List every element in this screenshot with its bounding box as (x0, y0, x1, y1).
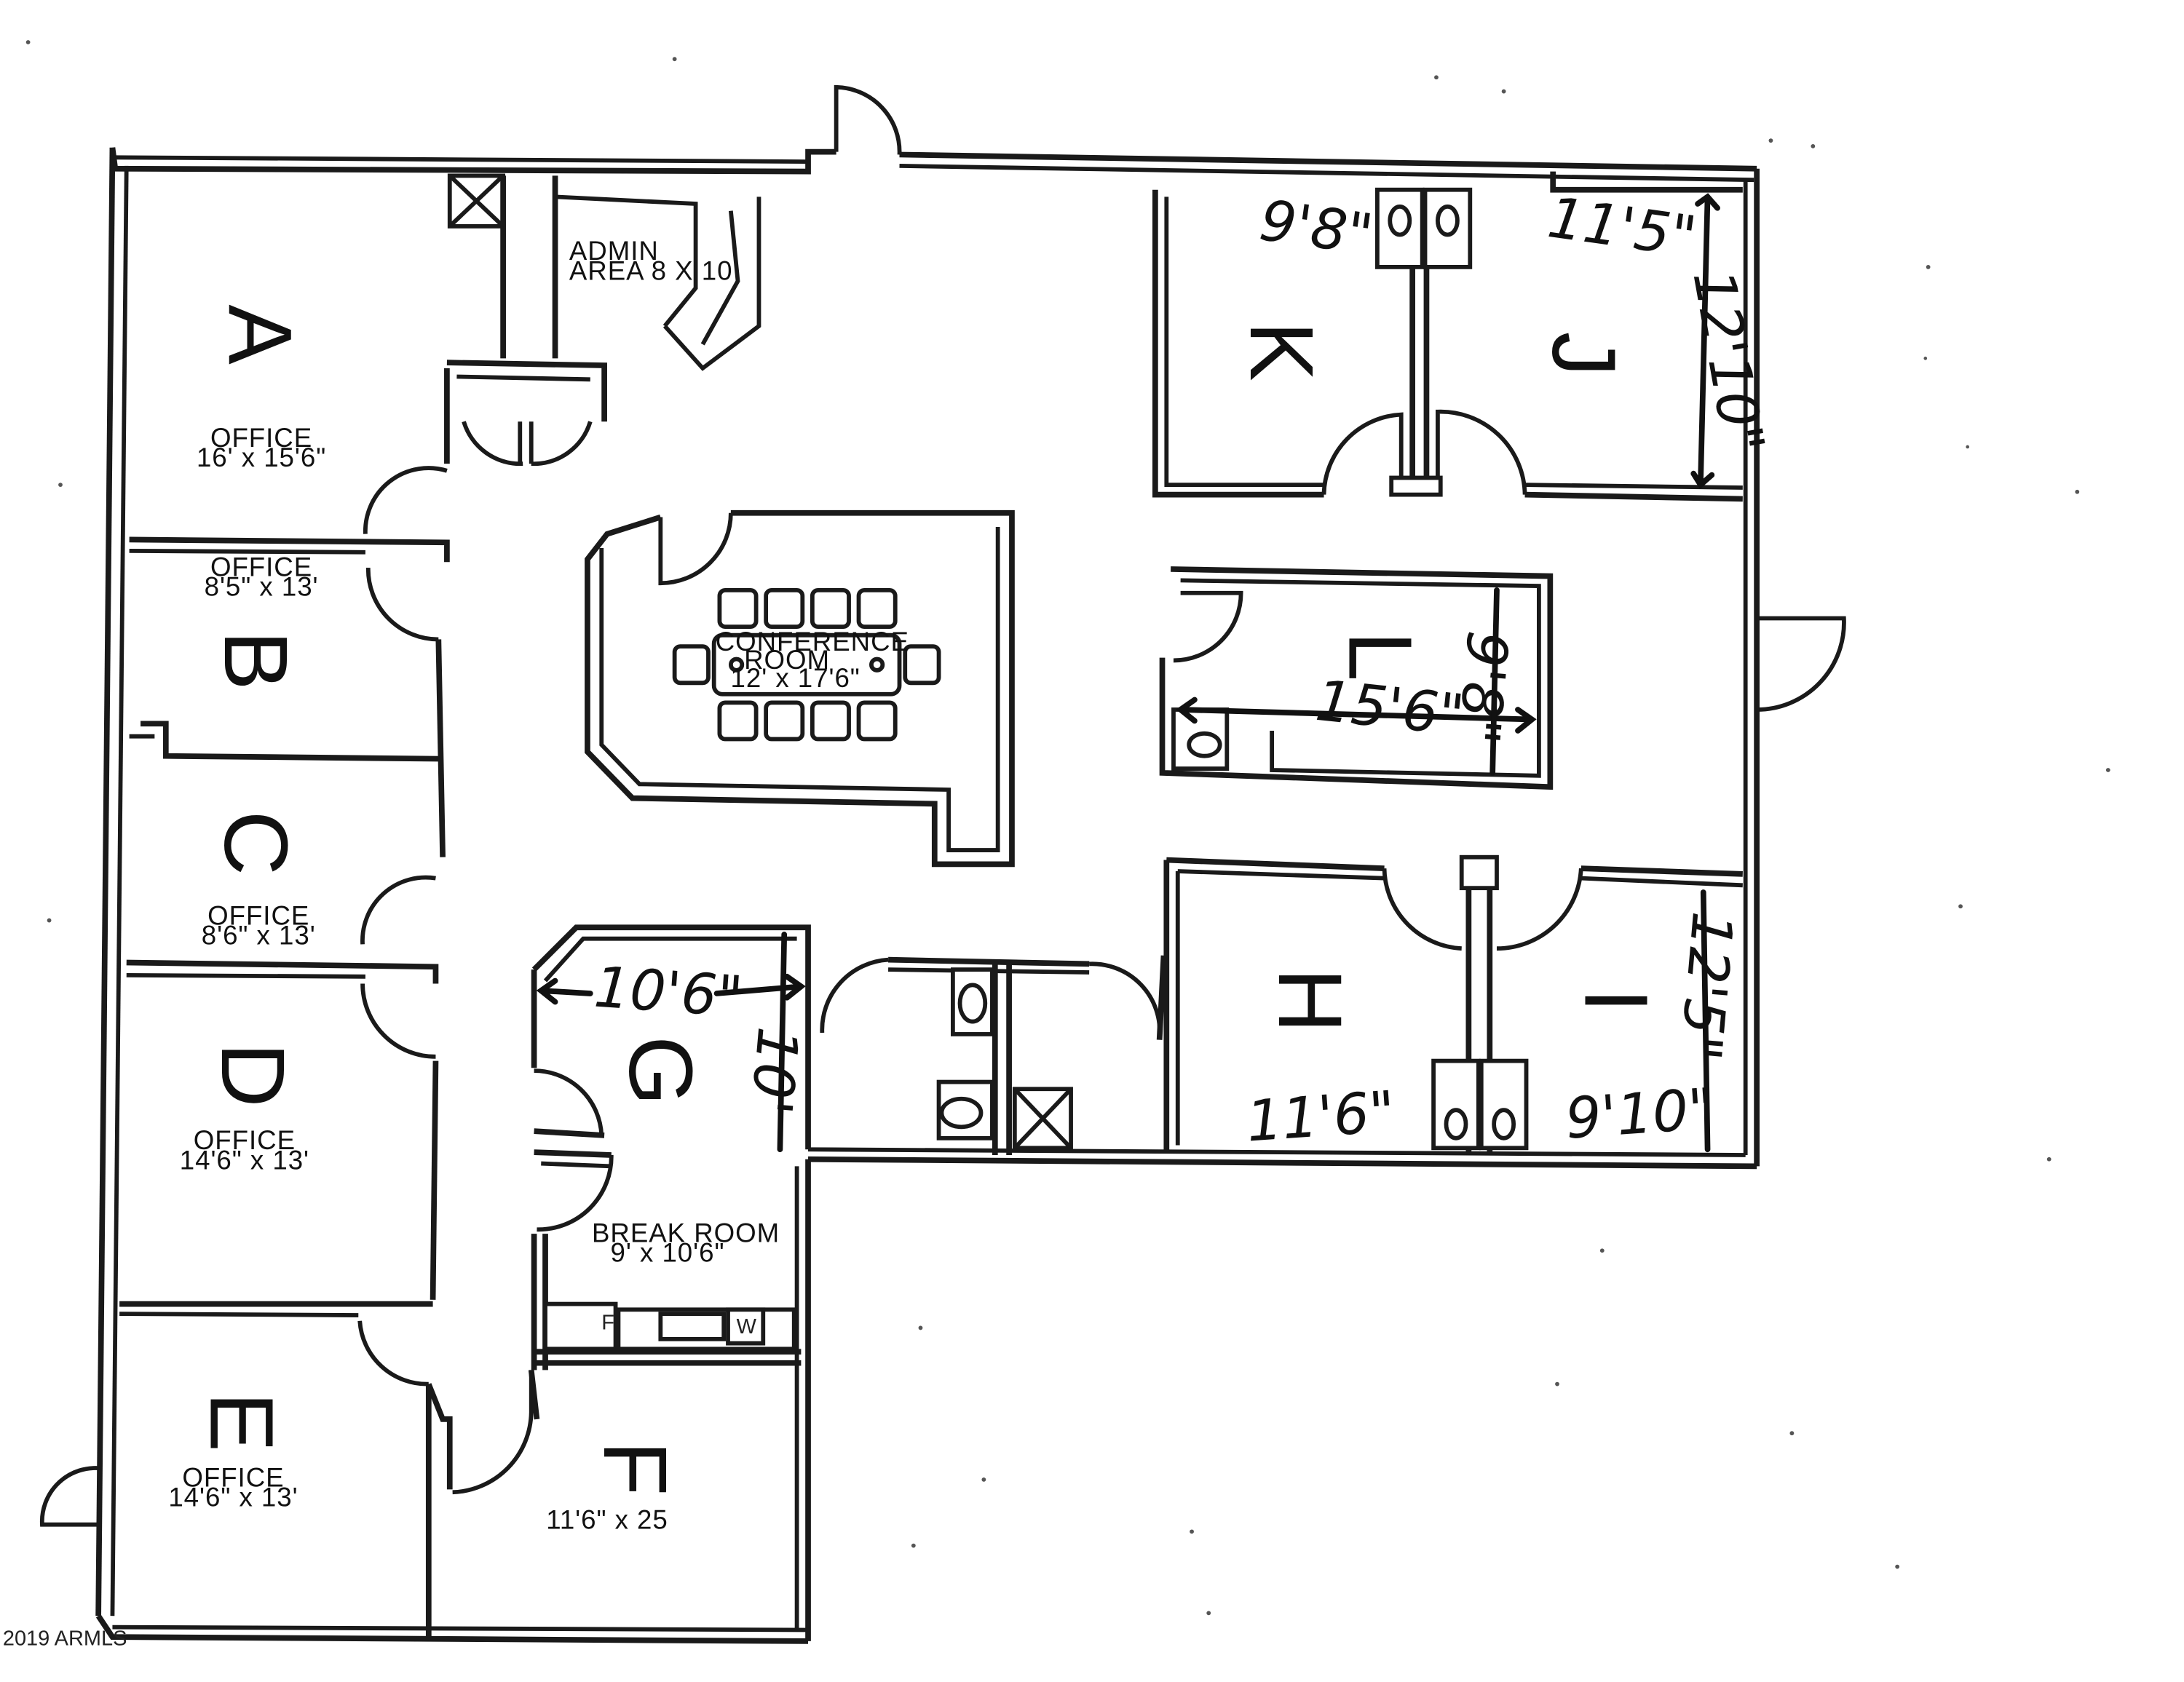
exterior-doors (39, 84, 1846, 1527)
jk-depth-dimension: 12'10" (1680, 265, 1777, 458)
g-width-arrow (536, 973, 806, 1005)
conference-room-size: 12' x 17'6" (731, 663, 860, 693)
l-depth-dimension: 9'8" (1445, 628, 1520, 746)
handwritten-dimensions: 9'8" 11'5" 12'10" 15'6" 9'8" 10'6" 10' 1… (536, 185, 1777, 1155)
room-letter-j: J (1533, 332, 1634, 377)
room-letter-f: F (585, 1441, 685, 1496)
office-d-label: OFFICE (194, 1125, 296, 1155)
l-width-arrow (1176, 697, 1537, 734)
washer-label: W (737, 1315, 757, 1338)
office-l (1159, 566, 1554, 790)
office-c-size: 8'6" x 13' (202, 920, 316, 950)
restrooms (820, 955, 1167, 1155)
exterior-walls (95, 147, 1760, 1644)
offices-k-j (1152, 171, 1743, 502)
room-g (531, 924, 811, 1150)
room-letters: A B C D E F G H I J K L (191, 304, 1666, 1496)
office-c-label: OFFICE (207, 900, 309, 930)
office-d-size: 14'6" x 13' (180, 1145, 309, 1175)
admin-area-label: ADMIN (569, 236, 659, 266)
admin-area (446, 173, 761, 467)
k-width-dimension: 9'8" (1256, 188, 1377, 269)
office-b-label: OFFICE (210, 552, 312, 582)
conference-table (711, 632, 902, 697)
conference-room-label-1: CONFERENCE (716, 627, 909, 656)
printed-labels: OFFICE 16' x 15'6" OFFICE 8'5" x 13' OFF… (168, 236, 909, 1534)
break-room-label: BREAK ROOM (592, 1218, 780, 1248)
washer (726, 1307, 766, 1346)
h-width-dimension: 11'6" (1244, 1079, 1397, 1155)
armls-watermark: 2019 ARMLS (3, 1627, 127, 1651)
hi-depth-arrow (1700, 889, 1711, 1153)
offices-h-i (1163, 854, 1743, 1153)
room-f (426, 1369, 540, 1495)
room-letter-e: E (191, 1392, 292, 1452)
g-depth-arrow (777, 932, 788, 1153)
office-a-size: 16' x 15'6" (197, 443, 326, 472)
fridge (543, 1301, 618, 1352)
conference-room-label-2: ROOM (744, 645, 830, 675)
break-room (531, 1149, 802, 1370)
g-depth-dimension: 10' (737, 1025, 810, 1117)
scan-speckles (25, 40, 2110, 1616)
conference-chairs (672, 588, 941, 742)
room-letter-d: D (202, 1042, 303, 1107)
jk-depth-arrow (1690, 193, 1720, 490)
j-width-dimension: 11'5" (1544, 185, 1701, 271)
room-letter-k: K (1231, 322, 1332, 381)
room-letter-a: A (210, 304, 310, 365)
room-letter-c: C (205, 811, 306, 876)
room-letter-g: G (610, 1036, 711, 1106)
room-letter-h: H (1259, 968, 1360, 1033)
l-width-dimension: 15'6" (1313, 668, 1467, 749)
conference-room (585, 509, 1015, 868)
room-letter-b: B (205, 630, 306, 690)
break-room-size: 9' x 10'6" (611, 1238, 725, 1268)
office-b-size: 8'5" x 13' (205, 572, 319, 602)
fridge-label: F (601, 1311, 614, 1334)
room-f-size: 11'6" x 25 (546, 1504, 668, 1534)
left-offices (119, 368, 450, 1638)
office-e-label: OFFICE (182, 1463, 284, 1493)
office-a-label: OFFICE (210, 423, 312, 453)
admin-area-size: AREA 8 X 10 (569, 255, 733, 285)
i-width-dimension: 9'10" (1564, 1076, 1717, 1152)
room-letter-i: I (1566, 988, 1666, 1012)
room-letter-l: L (1329, 631, 1430, 681)
office-e-size: 14'6" x 13' (168, 1483, 298, 1512)
l-depth-arrow (1489, 587, 1500, 776)
